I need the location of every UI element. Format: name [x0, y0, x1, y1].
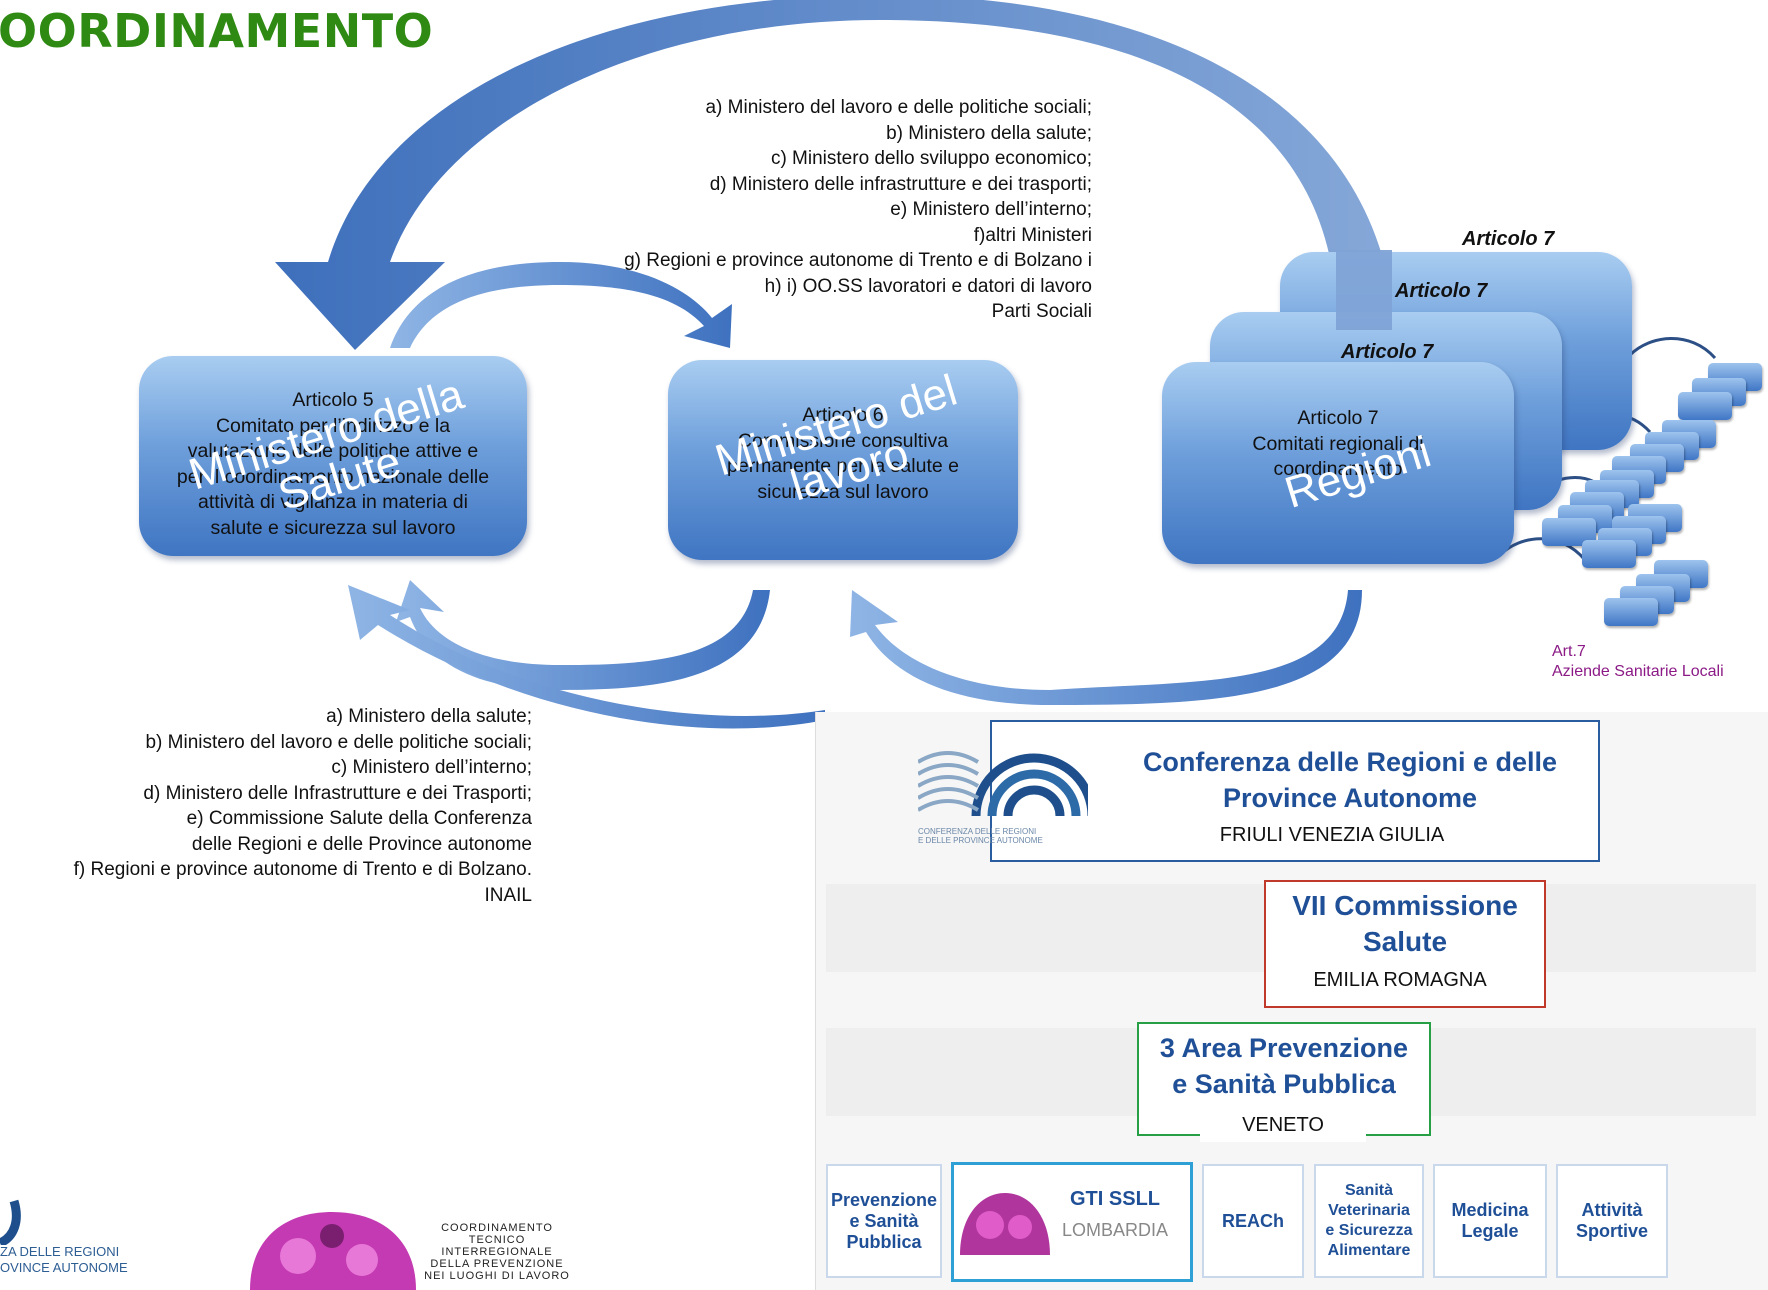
gti-logo-icon [960, 1193, 1050, 1255]
list-item: h) i) OO.SS lavoratori e datori di lavor… [764, 275, 1092, 297]
list-item: INAIL [484, 884, 532, 906]
commissione-title: Salute [1362, 926, 1448, 957]
tile-gti-ssll: GTI SSLL LOMBARDIA [951, 1162, 1193, 1282]
arc-arrow-conf-5 [348, 585, 825, 729]
list-item: a) Ministero del lavoro e delle politich… [705, 97, 1092, 118]
list-item: a) Ministero della salute; [326, 706, 532, 727]
area-region: VENETO [1200, 1108, 1366, 1142]
list-item: c) Ministero dello sviluppo economico; [770, 148, 1092, 169]
area-number: 3 [1159, 1033, 1175, 1063]
box-line: permanente per la salute e [727, 455, 959, 477]
list-item: b) Ministero del lavoro e delle politich… [145, 731, 532, 753]
conferenza-title: Province Autonome [1222, 783, 1478, 813]
list-item: e) Ministero dell’interno; [890, 199, 1092, 220]
box-line: per il coordinamento nazionale delle [176, 465, 490, 488]
arc-arrow-5-6 [390, 262, 732, 348]
conferenza-logo-icon [916, 751, 1097, 817]
box-line: valutazione delle politiche attive e [187, 440, 479, 462]
footer-coordinamento-logo-icon [250, 1212, 416, 1290]
box-line: Comitati regionali di [1252, 432, 1424, 455]
box-line: Comitato per l’indirizzo e la [215, 414, 451, 437]
footer-conferenza-logo-icon [0, 1199, 21, 1245]
tile-reach: REACh [1202, 1164, 1304, 1278]
commissione-title: VII Commissione [1292, 890, 1518, 921]
big-arc-arrow [275, 0, 1392, 350]
conferenza-structure-panel: Conferenza delle Regioni e delle Provinc… [815, 712, 1768, 1290]
box-line: Articolo 7 [1297, 407, 1379, 429]
footer-coordinamento-logo: COORDINAMENTO TECNICO INTERREGIONALE DEL… [424, 1222, 570, 1282]
footer-conferenza-logo: ZA DELLE REGIONI OVINCE AUTONOME [0, 1244, 128, 1275]
article6-box: Articolo 6 Commissione consultiva perman… [668, 360, 1018, 560]
list-item: b) Ministero della salute; [886, 122, 1092, 144]
article7-stack-label: Articolo 7 [1462, 228, 1555, 250]
area-title: e Sanità Pubblica [1172, 1069, 1396, 1099]
area-title: Area Prevenzione [1174, 1033, 1409, 1063]
big-arc-arrow-tail [1336, 250, 1392, 330]
commissione-region: EMILIA ROMAGNA [1270, 962, 1530, 998]
list-item: e) Commissione Salute della Conferenza [186, 808, 532, 829]
box-line: Articolo 5 [292, 389, 374, 411]
box-line: coordinamento [1273, 458, 1403, 480]
article5-members-list: a) Ministero della salute; b) Ministero … [74, 704, 532, 908]
article6-members-list: a) Ministero del lavoro e delle politich… [624, 95, 1092, 325]
list-item: f)altri Ministeri [973, 224, 1092, 246]
box-line: Articolo 6 [802, 404, 884, 426]
article7-stack-label: Articolo 7 [1341, 341, 1434, 363]
page-title: OORDINAMENTO [0, 4, 434, 58]
arc-arrow-6-5 [396, 580, 770, 690]
list-item: delle Regioni e delle Province autonome [191, 833, 532, 855]
list-item: f) Regioni e province autonome di Trento… [73, 859, 532, 880]
list-item: d) Ministero delle Infrastrutture e dei … [143, 782, 532, 804]
article5-box: Articolo 5 Comitato per l’indirizzo e la… [139, 356, 527, 556]
conferenza-region: FRIULI VENEZIA GIULIA [1179, 818, 1485, 852]
list-item: Parti Sociali [991, 301, 1092, 322]
article7-stack-label: Articolo 7 [1395, 280, 1488, 302]
list-item: c) Ministero dell’interno; [331, 757, 532, 778]
conferenza-box: Conferenza delle Regioni e delle Provinc… [990, 720, 1600, 862]
gti-label: GTI SSLL [1070, 1188, 1160, 1210]
list-item: d) Ministero delle infrastrutture e dei … [709, 173, 1092, 195]
arc-arrow-7-6 [850, 590, 1362, 705]
box-line: sicurezza sul lavoro [757, 480, 929, 503]
gti-region: LOMBARDIA [1061, 1220, 1169, 1240]
asl-label: Art.7 Aziende Sanitarie Locali [1552, 643, 1724, 680]
box-line: Commissione consultiva [737, 429, 949, 452]
list-item: g) Regioni e province autonome di Trento… [624, 250, 1092, 271]
conferenza-logo: CONFERENZA DELLE REGIONI E DELLE PROVINC… [916, 732, 1097, 845]
article7-box: Articolo 7 Comitati regionali di coordin… [1162, 362, 1514, 564]
box-line: attività di vigilanza in materia di [198, 491, 468, 513]
box-line: salute e sicurezza sul lavoro [210, 516, 456, 539]
conferenza-title: Conferenza delle Regioni e delle [1142, 747, 1558, 777]
